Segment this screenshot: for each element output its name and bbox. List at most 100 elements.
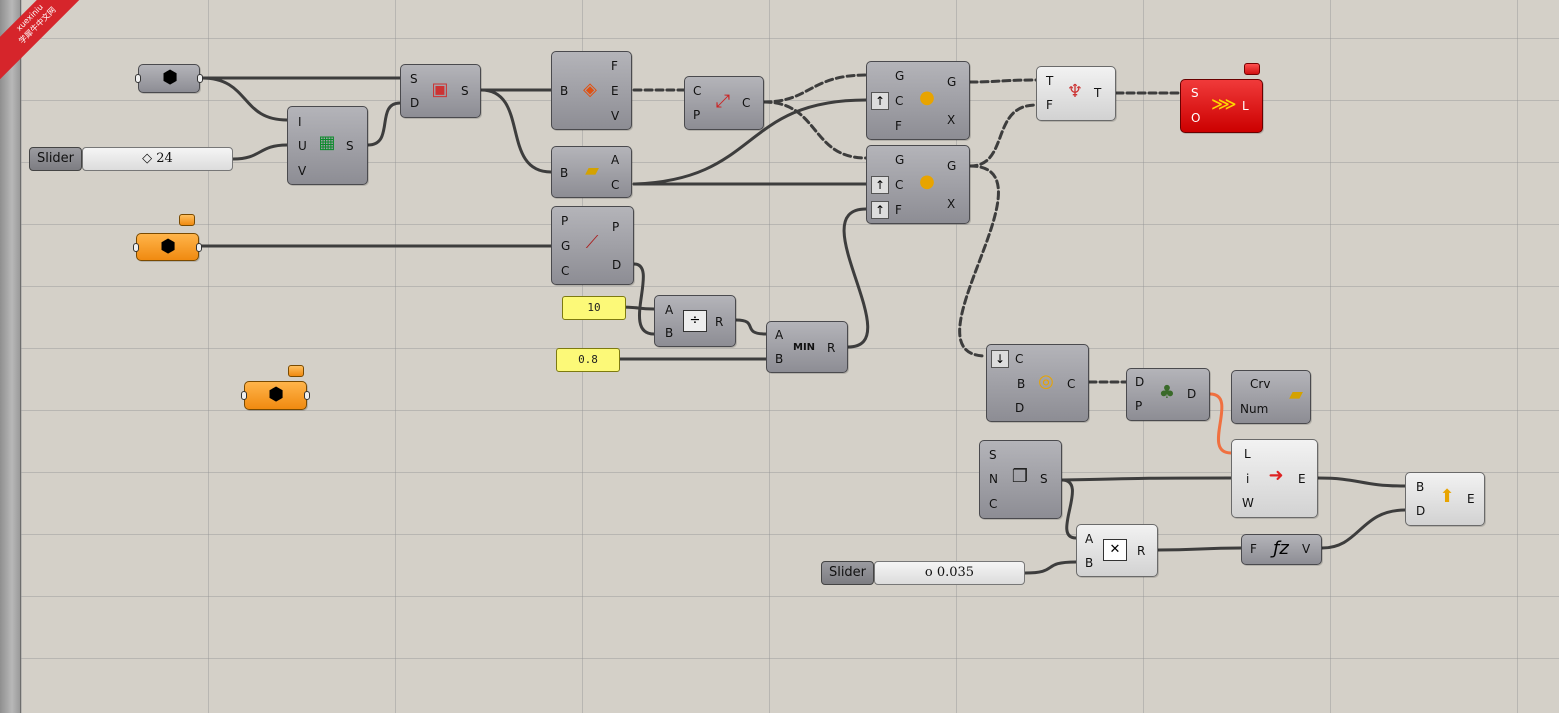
input-label[interactable]: L [1244, 447, 1251, 461]
input-label[interactable]: C [895, 178, 904, 192]
curve-divide-old-component[interactable]: Crv Num ▰ [1231, 370, 1311, 424]
extrude-component[interactable]: B D E ⬆ [1405, 472, 1485, 526]
surface-param[interactable]: ⬢ [135, 64, 203, 93]
multiply-component[interactable]: A B R ✕ [1076, 524, 1158, 577]
slider-label[interactable]: Slider [29, 147, 82, 171]
output-label[interactable]: R [827, 341, 836, 355]
number-panel[interactable]: 0.8 [556, 348, 620, 372]
output-label[interactable]: C [611, 178, 620, 192]
input-label[interactable]: V [298, 164, 307, 178]
list-item-component[interactable]: L i W E ➜ [1231, 439, 1318, 518]
slider-track[interactable]: ◇ 24 [82, 147, 233, 171]
flatten-arrow-icon[interactable]: ↓ [991, 350, 1009, 368]
output-label[interactable]: X [947, 113, 956, 127]
slider-track[interactable]: o 0.035 [874, 561, 1025, 585]
output-label[interactable]: P [612, 220, 620, 234]
output-label[interactable]: S [346, 139, 354, 153]
input-label[interactable]: S [410, 72, 418, 86]
expression-component[interactable]: F V ƒz [1241, 534, 1322, 565]
input-label[interactable]: B [1085, 556, 1094, 570]
area-old-component[interactable]: B A C ▰ [551, 146, 632, 198]
input-label[interactable]: O [1191, 111, 1201, 125]
input-label[interactable]: B [1416, 480, 1425, 494]
minimum-component[interactable]: A B R MIN [766, 321, 848, 373]
input-grip[interactable] [135, 74, 141, 83]
input-grip[interactable] [133, 243, 139, 252]
input-label[interactable]: F [895, 203, 902, 217]
curve-param[interactable]: ⬢ [133, 233, 202, 261]
input-label[interactable]: A [1085, 532, 1094, 546]
output-label[interactable]: R [715, 315, 724, 329]
input-label[interactable]: N [989, 472, 998, 486]
error-component[interactable]: S O L ⋙ [1180, 79, 1263, 133]
deconstruct-component[interactable]: D P D ♣ [1126, 368, 1210, 421]
output-label[interactable]: L [1242, 99, 1249, 113]
input-label[interactable]: W [1242, 496, 1254, 510]
input-label[interactable]: G [895, 69, 905, 83]
input-label[interactable]: Crv [1250, 377, 1271, 391]
output-label[interactable]: X [947, 197, 956, 211]
brep-edges-component[interactable]: B F E V ◈ [551, 51, 632, 130]
input-label[interactable]: I [298, 115, 302, 129]
curve-closest-point-component[interactable]: P G C P D ⟋ [551, 206, 634, 285]
output-label[interactable]: D [612, 258, 622, 272]
surface-param-orange[interactable]: ⬢ [241, 381, 310, 410]
graft-arrow-icon[interactable]: ↑ [871, 176, 889, 194]
output-label[interactable]: F [611, 59, 618, 73]
output-label[interactable]: D [1187, 387, 1197, 401]
tree-branch-component[interactable]: T F T ♆ [1036, 66, 1116, 121]
input-label[interactable]: B [775, 352, 784, 366]
output-label[interactable]: C [1067, 377, 1076, 391]
input-label[interactable]: U [298, 139, 307, 153]
output-label[interactable]: G [947, 75, 957, 89]
division-component[interactable]: A B R ÷ [654, 295, 736, 347]
graft-arrow-icon[interactable]: ↑ [871, 92, 889, 110]
output-label[interactable]: V [611, 109, 620, 123]
output-label[interactable]: E [611, 84, 619, 98]
cap-component[interactable]: ↓ C B D C ◎ [986, 344, 1089, 422]
input-label[interactable]: i [1246, 472, 1250, 486]
input-label[interactable]: F [1250, 542, 1257, 556]
series-component[interactable]: S N C S ❐ [979, 440, 1062, 519]
input-label[interactable]: S [1191, 86, 1199, 100]
input-label[interactable]: B [560, 166, 569, 180]
output-label[interactable]: R [1137, 544, 1146, 558]
output-label[interactable]: G [947, 159, 957, 173]
isotrim-component[interactable]: S D S ▣ [400, 64, 481, 118]
output-grip[interactable] [304, 391, 310, 400]
input-label[interactable]: D [1416, 504, 1426, 518]
input-label[interactable]: B [665, 326, 674, 340]
input-label[interactable]: B [1017, 377, 1026, 391]
input-label[interactable]: F [895, 119, 902, 133]
input-label[interactable]: D [410, 96, 420, 110]
input-grip[interactable] [241, 391, 247, 400]
input-label[interactable]: G [561, 239, 571, 253]
output-label[interactable]: C [742, 96, 751, 110]
input-label[interactable]: T [1046, 74, 1054, 88]
scale-component-top[interactable]: G C F G X ↑ ● [866, 61, 970, 140]
point-on-curve-component[interactable]: C P C ⤢ [684, 76, 764, 130]
number-panel[interactable]: 10 [562, 296, 626, 320]
input-label[interactable]: Num [1240, 402, 1269, 416]
output-label[interactable]: S [1040, 472, 1048, 486]
input-label[interactable]: A [665, 303, 674, 317]
input-label[interactable]: C [895, 94, 904, 108]
divide-domain-component[interactable]: I U V S ▦ [287, 106, 368, 185]
input-label[interactable]: C [561, 264, 570, 278]
output-label[interactable]: A [611, 153, 620, 167]
output-label[interactable]: V [1302, 542, 1311, 556]
input-label[interactable]: S [989, 448, 997, 462]
input-label[interactable]: F [1046, 98, 1053, 112]
output-label[interactable]: E [1298, 472, 1306, 486]
graft-arrow-icon[interactable]: ↑ [871, 201, 889, 219]
output-label[interactable]: T [1094, 86, 1102, 100]
input-label[interactable]: D [1015, 401, 1025, 415]
input-label[interactable]: P [561, 214, 569, 228]
output-grip[interactable] [197, 74, 203, 83]
input-label[interactable]: D [1135, 375, 1145, 389]
input-label[interactable]: C [989, 497, 998, 511]
input-label[interactable]: C [693, 84, 702, 98]
input-label[interactable]: P [1135, 399, 1143, 413]
input-label[interactable]: G [895, 153, 905, 167]
input-label[interactable]: B [560, 84, 569, 98]
